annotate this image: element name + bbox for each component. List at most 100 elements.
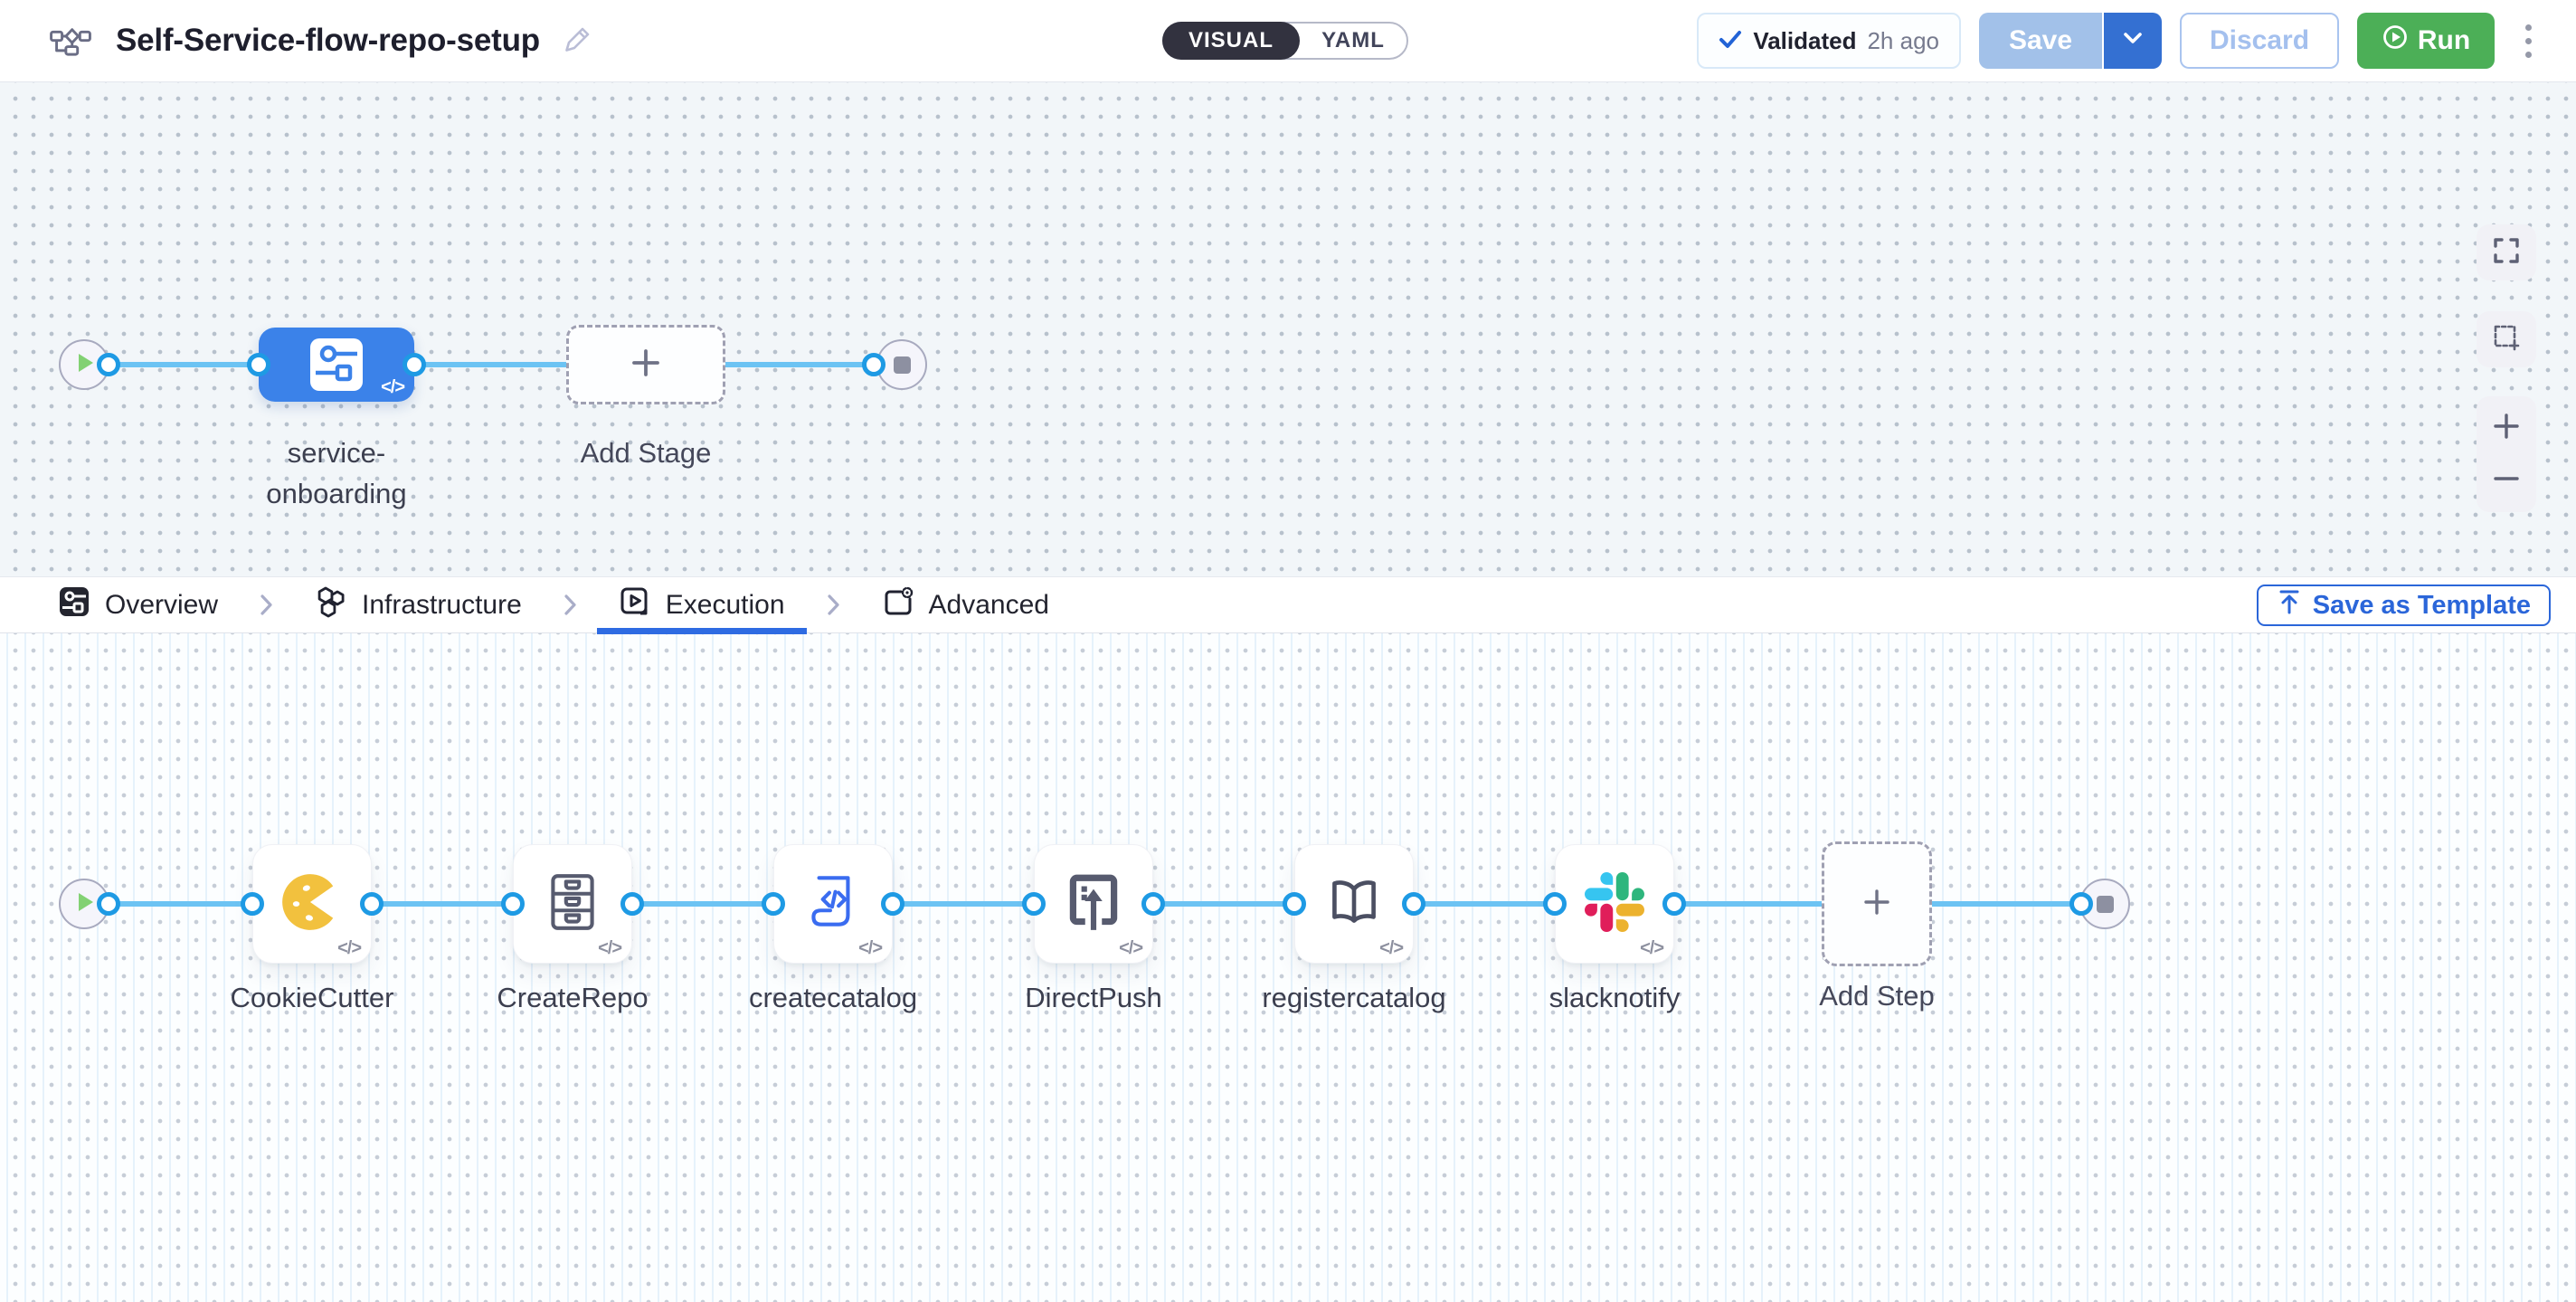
connector-port	[501, 892, 525, 916]
header-actions: Validated 2h ago Save Discard	[1697, 13, 2543, 69]
play-triangle-icon	[71, 889, 98, 920]
header-left: Self-Service-flow-repo-setup	[49, 0, 592, 81]
code-badge: </>	[1640, 938, 1664, 958]
slack-icon	[1585, 871, 1644, 936]
connector-port	[241, 892, 264, 916]
connector-port	[762, 892, 785, 916]
visual-yaml-toggle: VISUAL YAML	[1162, 22, 1408, 60]
add-step-label: Add Step	[1819, 980, 1935, 1012]
tab-overview[interactable]: Overview	[36, 576, 240, 633]
save-split-button: Save	[1979, 13, 2162, 69]
plus-icon	[629, 346, 663, 385]
marquee-select-icon	[2492, 323, 2521, 356]
zoom-in-button[interactable]	[2491, 411, 2522, 446]
discard-button[interactable]: Discard	[2180, 13, 2339, 69]
stop-square-icon	[2096, 895, 2114, 913]
save-as-template-label: Save as Template	[2312, 590, 2531, 620]
drawer-cabinet-icon	[539, 869, 606, 940]
connector-port	[1543, 892, 1567, 916]
stage-tabbar: Overview Infrastructure	[0, 576, 2576, 634]
tab-advanced[interactable]: Advanced	[860, 576, 1071, 633]
connector-port	[620, 892, 644, 916]
step-node-cookiecutter[interactable]: </>	[252, 844, 372, 964]
stage-node-service-onboarding[interactable]: </>	[259, 328, 414, 402]
code-badge: </>	[598, 938, 622, 958]
stage-connector-line	[109, 362, 874, 367]
code-badge: </>	[337, 938, 362, 958]
toggle-visual[interactable]: VISUAL	[1162, 22, 1300, 60]
connector-port	[1283, 892, 1306, 916]
execution-canvas: </> </>	[0, 633, 2576, 1302]
fullscreen-button[interactable]	[2477, 224, 2536, 280]
connector-port	[881, 892, 904, 916]
stage-glyph-icon	[310, 338, 363, 391]
more-options-kebab-icon[interactable]	[2513, 13, 2543, 69]
step-node-createcatalog[interactable]: </>	[773, 844, 893, 964]
step-node-registercatalog[interactable]: </>	[1294, 844, 1414, 964]
check-icon	[1719, 27, 1742, 55]
save-as-template-button[interactable]: Save as Template	[2256, 584, 2551, 626]
pipeline-end-node	[876, 339, 927, 390]
connector-port	[360, 892, 384, 916]
chevron-right-icon	[827, 594, 840, 615]
fullscreen-icon	[2493, 237, 2520, 269]
toggle-yaml[interactable]: YAML	[1321, 28, 1385, 52]
tab-label: Advanced	[928, 589, 1049, 620]
code-badge: </>	[1119, 938, 1143, 958]
step-label: DirectPush	[1025, 982, 1162, 1013]
marquee-select-button[interactable]	[2477, 311, 2536, 367]
chevron-right-icon	[260, 594, 273, 615]
plus-icon	[1861, 887, 1892, 922]
step-node-directpush[interactable]: </>	[1034, 844, 1153, 964]
connector-port	[1141, 892, 1165, 916]
connector-port	[97, 353, 120, 376]
add-stage-label: Add Stage	[580, 437, 712, 469]
connector-port	[1662, 892, 1686, 916]
run-button[interactable]: Run	[2357, 13, 2495, 69]
code-badge: </>	[858, 938, 883, 958]
edit-pencil-icon[interactable]	[564, 24, 592, 58]
add-step-button[interactable]	[1822, 841, 1932, 966]
active-tab-underline	[596, 628, 807, 634]
connector-port	[1022, 892, 1046, 916]
code-scroll-icon	[800, 869, 867, 940]
stop-square-icon	[893, 356, 911, 374]
validated-time: 2h ago	[1867, 26, 1939, 54]
connector-port	[402, 353, 426, 376]
step-label: CookieCutter	[230, 982, 394, 1013]
step-label: CreateRepo	[497, 982, 649, 1013]
tab-infrastructure[interactable]: Infrastructure	[293, 576, 544, 633]
chevron-down-icon	[2123, 32, 2143, 50]
step-node-slacknotify[interactable]: </>	[1555, 844, 1674, 964]
tab-label: Overview	[105, 589, 219, 620]
push-upload-icon	[1060, 869, 1127, 940]
run-play-icon	[2382, 24, 2409, 58]
page-title: Self-Service-flow-repo-setup	[116, 23, 540, 58]
save-dropdown-button[interactable]	[2104, 13, 2162, 69]
execution-play-icon	[619, 585, 651, 625]
code-badge: </>	[381, 377, 405, 397]
pipeline-flow-icon	[49, 21, 92, 62]
validated-badge[interactable]: Validated 2h ago	[1697, 13, 1961, 69]
step-label: createcatalog	[748, 982, 918, 1013]
chevron-right-icon	[564, 594, 577, 615]
connector-port	[2069, 892, 2093, 916]
add-stage-button[interactable]	[566, 325, 725, 404]
tab-label: Execution	[665, 589, 785, 620]
step-label: registercatalog	[1262, 982, 1446, 1013]
connector-port	[97, 892, 120, 916]
zoom-controls	[2477, 396, 2536, 512]
save-button[interactable]: Save	[1979, 13, 2102, 69]
connector-port	[1402, 892, 1425, 916]
open-book-icon	[1321, 869, 1387, 940]
infrastructure-hexagons-icon	[315, 585, 347, 625]
overview-stage-icon	[58, 585, 90, 625]
tab-execution[interactable]: Execution	[596, 576, 807, 634]
connector-port	[862, 353, 886, 376]
step-label: slacknotify	[1548, 982, 1681, 1013]
advanced-gear-doc-icon	[882, 585, 914, 625]
step-node-createrepo[interactable]: </>	[513, 844, 632, 964]
tab-label: Infrastructure	[362, 589, 522, 620]
zoom-out-button[interactable]	[2491, 463, 2522, 499]
